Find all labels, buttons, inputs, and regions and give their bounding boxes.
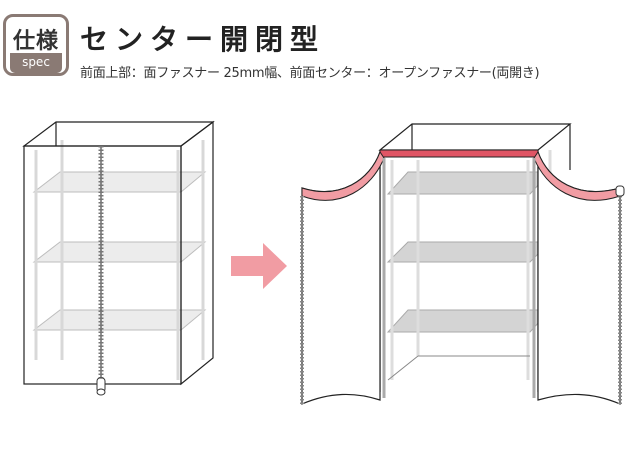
arrow-right-icon	[231, 243, 287, 289]
spec-badge-sublabel: spec	[10, 53, 62, 73]
right-open-flap	[532, 150, 625, 405]
closed-cover-shelving	[32, 171, 207, 331]
closed-cover-zipper	[96, 146, 106, 396]
spec-badge-label: 仕様	[12, 29, 59, 54]
page-subtitle: 前面上部：面ファスナー 25mm幅、前面センター：オープンファスナー(両開き)	[80, 66, 540, 81]
page-title: センター開閉型	[80, 23, 326, 56]
closed-cover-illustration	[22, 120, 215, 396]
spec-badge: 仕様 spec	[3, 14, 69, 76]
open-cover-illustration	[300, 123, 625, 405]
left-open-flap	[300, 150, 386, 405]
velcro-strip	[379, 149, 539, 158]
closed-cover-poles	[34, 140, 205, 380]
open-cover-shelving	[386, 150, 552, 381]
